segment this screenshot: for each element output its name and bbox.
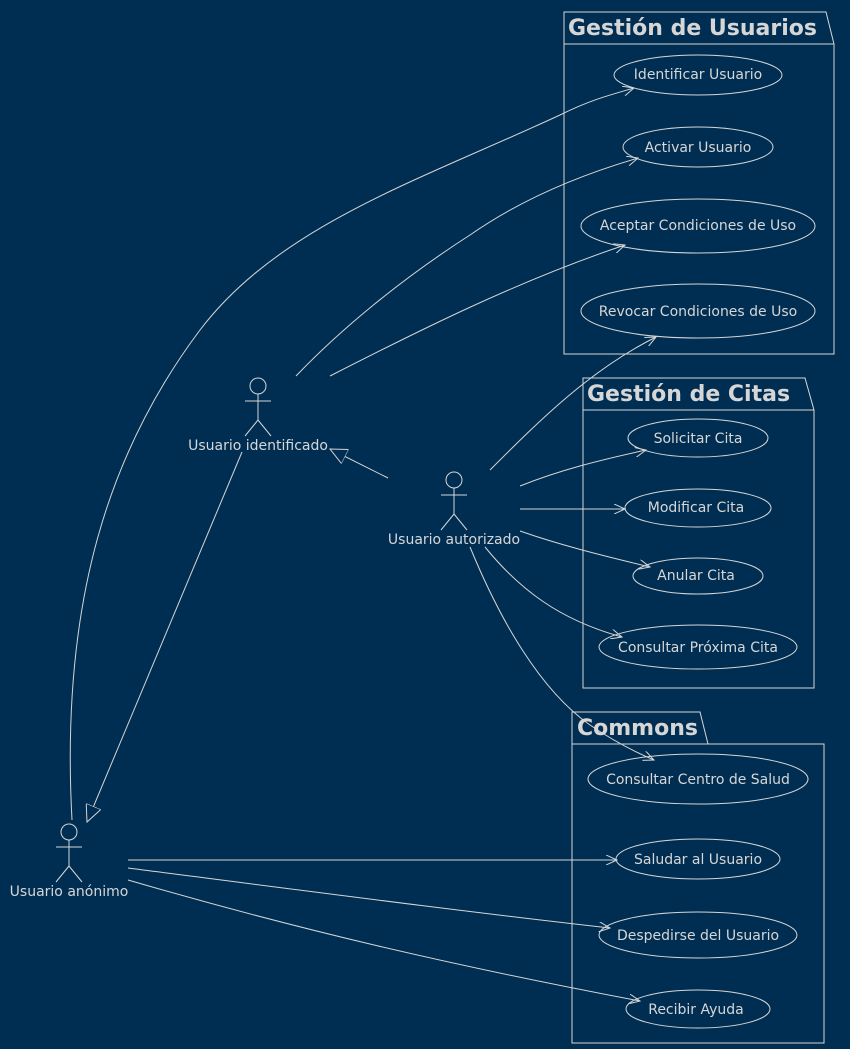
svg-text:Modificar Cita: Modificar Cita — [648, 500, 744, 516]
use-case-consultar-centro-salud[interactable]: Consultar Centro de Salud — [587, 753, 809, 805]
package-gestion-citas: Gestión de Citas — [582, 377, 815, 689]
use-case-solicitar-cita[interactable]: Solicitar Cita — [627, 418, 769, 458]
use-case-recibir-ayuda[interactable]: Recibir Ayuda — [625, 989, 771, 1029]
use-case-identificar-usuario[interactable]: Identificar Usuario — [613, 54, 783, 96]
use-case-saludar-usuario[interactable]: Saludar al Usuario — [615, 838, 781, 880]
edge-identificado-aceptar — [329, 245, 625, 377]
generalizations — [87, 449, 389, 822]
edge-autorizado-consultar-proxima — [484, 546, 622, 637]
svg-text:Solicitar Cita: Solicitar Cita — [654, 431, 743, 447]
svg-text:Anular Cita: Anular Cita — [657, 568, 735, 584]
edge-autorizado-solicitar — [519, 450, 646, 487]
edge-autorizado-revocar — [489, 337, 656, 471]
svg-text:Saludar al Usuario: Saludar al Usuario — [634, 852, 762, 868]
edge-autorizado-anular — [519, 530, 650, 567]
actor-label-anonimo: Usuario anónimo — [10, 884, 129, 900]
edge-autorizado-consultar-centro — [469, 546, 654, 760]
generalization-autorizado-identificado — [330, 449, 389, 479]
package-gestion-usuarios: Gestión de Usuarios — [563, 11, 835, 355]
svg-text:Revocar Condiciones de Uso: Revocar Condiciones de Uso — [599, 304, 797, 320]
package-title-citas: Gestión de Citas — [587, 382, 790, 407]
edge-identificado-activar — [295, 158, 638, 377]
actor-usuario-autorizado[interactable]: Usuario autorizado — [388, 471, 520, 548]
actor-usuario-identificado[interactable]: Usuario identificado — [188, 377, 328, 454]
package-title-usuarios: Gestión de Usuarios — [568, 16, 817, 41]
actor-usuario-anonimo[interactable]: Usuario anónimo — [10, 823, 129, 900]
actor-label-autorizado: Usuario autorizado — [388, 532, 520, 548]
associations — [69, 88, 656, 1001]
use-case-anular-cita[interactable]: Anular Cita — [632, 557, 764, 595]
svg-text:Despedirse del Usuario: Despedirse del Usuario — [617, 928, 779, 944]
svg-text:Consultar Próxima Cita: Consultar Próxima Cita — [618, 640, 778, 656]
use-case-revocar-condiciones[interactable]: Revocar Condiciones de Uso — [580, 283, 816, 339]
edge-anonimo-ayuda — [127, 879, 640, 1001]
actor-stick-figure-icon — [55, 823, 83, 883]
package-commons: Commons — [571, 711, 825, 1044]
actor-label-identificado: Usuario identificado — [188, 438, 328, 454]
svg-text:Consultar Centro de Salud: Consultar Centro de Salud — [606, 772, 790, 788]
edge-anonimo-despedirse — [127, 867, 610, 928]
svg-text:Identificar Usuario: Identificar Usuario — [634, 67, 762, 83]
use-case-aceptar-condiciones[interactable]: Aceptar Condiciones de Uso — [580, 198, 816, 254]
actor-stick-figure-icon — [440, 471, 468, 531]
edge-anonimo-identificar — [69, 88, 634, 821]
use-case-consultar-proxima-cita[interactable]: Consultar Próxima Cita — [598, 624, 798, 670]
use-case-despedirse-usuario[interactable]: Despedirse del Usuario — [598, 911, 798, 959]
svg-text:Activar Usuario: Activar Usuario — [645, 140, 752, 156]
actor-stick-figure-icon — [244, 377, 272, 437]
package-title-commons: Commons — [577, 716, 698, 741]
use-case-activar-usuario[interactable]: Activar Usuario — [622, 126, 774, 168]
svg-text:Recibir Ayuda: Recibir Ayuda — [648, 1002, 744, 1018]
use-case-modificar-cita[interactable]: Modificar Cita — [624, 488, 772, 528]
generalization-identificado-anonimo — [87, 451, 243, 822]
svg-text:Aceptar Condiciones de Uso: Aceptar Condiciones de Uso — [600, 218, 796, 234]
